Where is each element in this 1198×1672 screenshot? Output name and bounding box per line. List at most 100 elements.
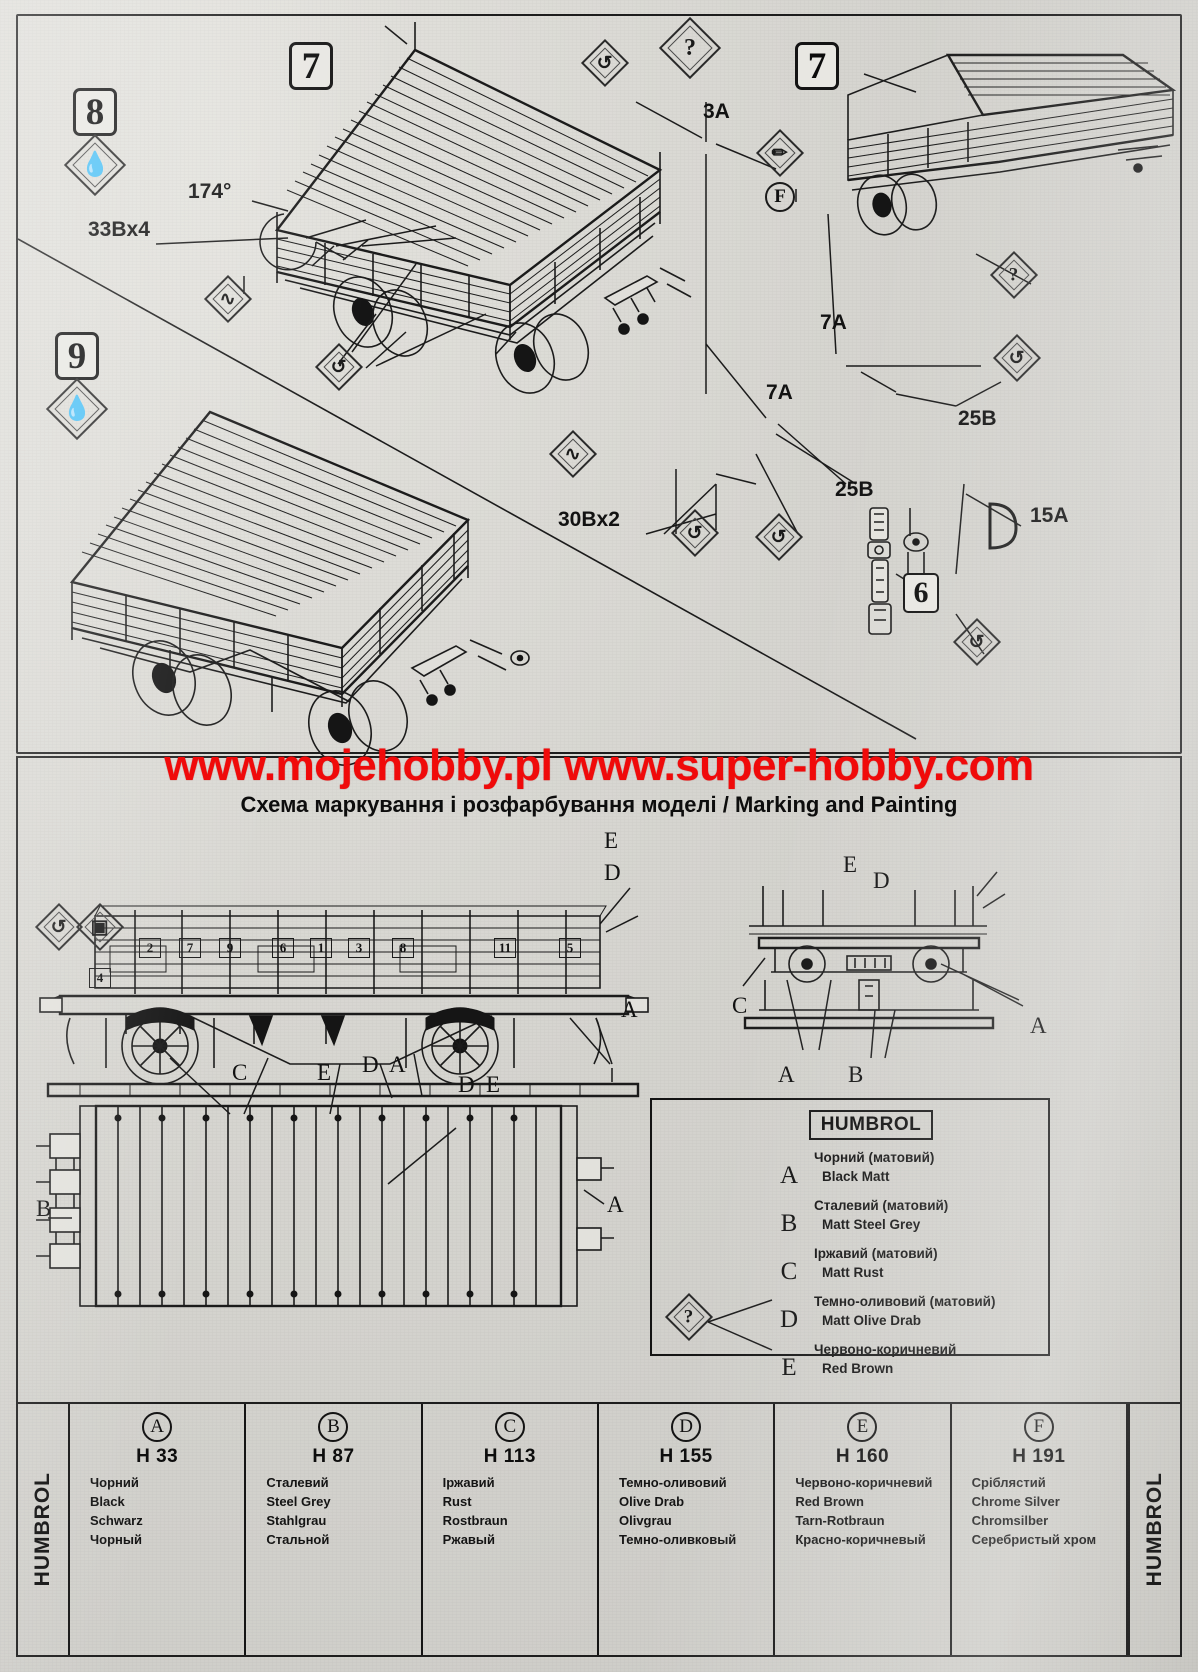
legend-ua-C: Іржавий (матовий)	[814, 1246, 938, 1261]
color-name-ru-F: Серебристый хром	[971, 1531, 1097, 1547]
callout-A-end-right: A	[1030, 1013, 1047, 1038]
color-name-en-B: Steel Grey	[266, 1493, 331, 1509]
step-badge-7-right: 7	[795, 42, 839, 90]
color-column-A: A H 33 Чорний Black Schwarz Чорный	[70, 1404, 247, 1655]
color-column-F: F H 191 Сріблястий Chrome Silver Chromsi…	[952, 1404, 1128, 1655]
color-code-A: H 33	[136, 1446, 179, 1467]
panel-number-6: 6	[272, 938, 294, 958]
color-code-B: H 87	[312, 1446, 355, 1467]
step-badge-6: 6	[903, 573, 939, 613]
legend-key-D: D	[779, 1306, 799, 1333]
step-badge-8: 8	[73, 88, 117, 136]
color-name-de-A: Schwarz	[90, 1512, 143, 1528]
wagon-iso-upper-right-drawing	[847, 53, 1177, 236]
callout-D-side-top: D	[604, 860, 621, 885]
color-name-ru-C: Ржавый	[442, 1531, 496, 1547]
brand-label-left: HUMBROL	[18, 1404, 70, 1655]
legend-en-A: Black Matt	[822, 1169, 890, 1184]
color-column-C: C H 113 Іржавий Rust Rostbraun Ржавый	[423, 1404, 599, 1655]
color-name-de-F: Chromsilber	[971, 1512, 1049, 1528]
color-name-ru-D: Темно-оливковый	[618, 1531, 737, 1547]
color-name-ua-B: Сталевий	[266, 1475, 329, 1490]
color-badge-A: A	[142, 1412, 173, 1442]
panel-number-3: 3	[348, 938, 370, 958]
legend-ua-A: Чорний (матовий)	[814, 1150, 935, 1165]
callout-B-top: B	[36, 1196, 52, 1221]
callout-A-side-left: C	[232, 1060, 248, 1085]
callout-E-top: E	[486, 1072, 501, 1097]
callout-E-end: E	[843, 852, 858, 877]
wagon-iso-upper-drawing	[274, 22, 692, 394]
marking-panel-frame	[16, 756, 1182, 1402]
brand-right-text: HUMBROL	[1142, 1472, 1166, 1587]
legend-en-E: Red Brown	[822, 1361, 894, 1376]
callout-D-side-bottom: A	[389, 1052, 406, 1077]
legend-ua-B: Сталевий (матовий)	[814, 1198, 949, 1213]
marking-end-view-drawing	[742, 871, 1024, 1059]
assembly-leader-lines	[155, 73, 1032, 655]
callout-A-side-right: A	[621, 997, 638, 1022]
color-name-ua-C: Іржавий	[442, 1475, 495, 1490]
callout-D-end: D	[873, 868, 890, 893]
color-name-ua-D: Темно-оливовий	[618, 1475, 727, 1490]
color-badge-F: F	[1023, 1412, 1054, 1442]
wagon-iso-lower-drawing	[69, 410, 530, 766]
part-label-25b-upper: 25B	[958, 407, 997, 430]
brand-left-text: HUMBROL	[31, 1472, 54, 1587]
angle-label-174: 174°	[188, 180, 232, 203]
part-label-15a: 15A	[1030, 504, 1069, 527]
legend-en-C: Matt Rust	[822, 1265, 884, 1280]
legend-fork-leader	[707, 1299, 773, 1351]
callout-A-end-left: A	[778, 1062, 795, 1087]
legend-key-C: C	[780, 1258, 798, 1285]
color-column-D: D H 155 Темно-оливовий Olive Drab Olivgr…	[599, 1404, 776, 1655]
assembly-divider-lines	[17, 238, 917, 740]
color-column-E: E H 160 Червоно-коричневий Red Brown Tar…	[775, 1404, 952, 1655]
color-name-ua-E: Червоно-коричневий	[795, 1475, 933, 1490]
panel-number-11: 11	[494, 938, 516, 958]
step-badge-7-left: 7	[289, 42, 333, 90]
color-name-ua-A: Чорний	[90, 1475, 139, 1490]
color-code-C: H 113	[483, 1446, 536, 1467]
callout-D-top: D	[458, 1072, 475, 1097]
legend-key-A: A	[779, 1162, 799, 1189]
part-label-3a: 3A	[703, 100, 730, 123]
color-name-de-E: Tarn-Rotbraun	[795, 1512, 885, 1528]
legend-en-B: Matt Steel Grey	[822, 1217, 921, 1232]
color-code-E: H 160	[835, 1446, 890, 1467]
part-label-30bx2: 30Bx2	[558, 508, 620, 531]
brand-label-right: HUMBROL	[1127, 1404, 1180, 1655]
color-name-de-D: Olivgrau	[618, 1512, 672, 1528]
humbrol-legend-box: HUMBROL A Чорний (матовий) Black Matt B …	[650, 1098, 1050, 1381]
watermark-text: www.mojehobby.pl www.super-hobby.com	[164, 741, 1034, 790]
part-label-25b-lower: 25B	[835, 478, 874, 501]
color-name-ru-B: Стальной	[266, 1531, 330, 1547]
part-label-33bx4: 33Bx4	[88, 218, 150, 241]
callout-B-end: B	[848, 1062, 864, 1087]
color-code-D: H 155	[659, 1446, 713, 1467]
coupler-parts-drawing	[867, 502, 1018, 635]
panel-number-7: 7	[179, 938, 201, 958]
legend-key-E: E	[781, 1354, 797, 1381]
color-name-en-C: Rust	[442, 1493, 472, 1509]
panel-number-5: 5	[559, 938, 581, 958]
color-name-en-D: Olive Drab	[618, 1493, 685, 1509]
color-badge-B: B	[318, 1412, 349, 1442]
color-name-en-E: Red Brown	[795, 1493, 864, 1509]
color-badge-E: E	[847, 1412, 878, 1442]
legend-en-D: Matt Olive Drab	[822, 1313, 922, 1328]
color-name-ua-F: Сріблястий	[971, 1475, 1046, 1490]
step-badge-9: 9	[55, 332, 99, 380]
color-name-ru-E: Красно-коричневый	[795, 1531, 926, 1547]
section-title: Схема маркування і розфарбування моделі …	[240, 792, 958, 817]
part-label-7a-lower: 7A	[766, 381, 793, 404]
panel-number-8: 8	[392, 938, 414, 958]
color-code-F: H 191	[1012, 1446, 1066, 1467]
marking-side-view-drawing	[39, 887, 649, 1115]
color-name-en-A: Black	[90, 1493, 125, 1509]
callout-C-end: C	[732, 993, 748, 1018]
panel-number-4: 4	[89, 968, 111, 988]
color-name-ru-A: Чорный	[90, 1531, 142, 1547]
panel-number-9: 9	[219, 938, 241, 958]
color-badge-D: D	[671, 1412, 702, 1442]
